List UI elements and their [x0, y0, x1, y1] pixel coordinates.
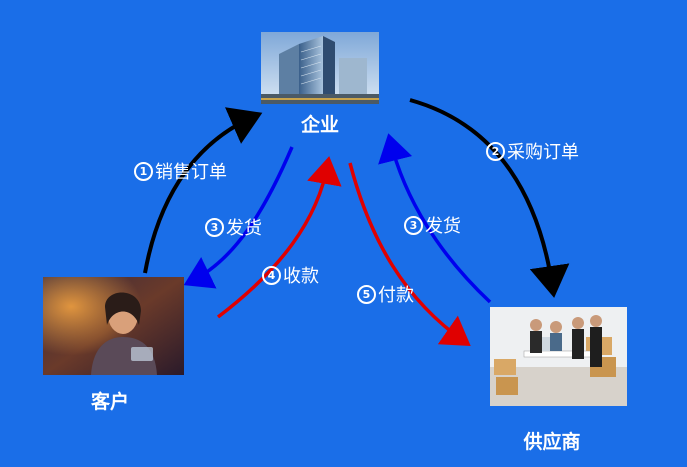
receive-payment-label: 4 收款 — [262, 262, 319, 288]
arrow-purchase-order — [409, 98, 570, 298]
sales-order-label: 1 销售订单 — [134, 158, 227, 184]
sales-order-text: 销售订单 — [155, 162, 227, 183]
arrow-ship-to-customer — [183, 146, 294, 289]
purchase-order-text: 采购订单 — [507, 142, 579, 163]
customer-person-icon — [43, 277, 184, 375]
enterprise-label: 企业 — [300, 114, 339, 136]
enterprise-building-image — [261, 32, 379, 104]
customer-photo — [43, 277, 184, 375]
ship-from-supplier-text: 发货 — [425, 216, 461, 237]
make-payment-label: 5 付款 — [357, 281, 414, 307]
purchase-order-label: 2 采购订单 — [486, 138, 579, 164]
ship-to-customer-text: 发货 — [226, 218, 262, 239]
step-number: 4 — [262, 265, 281, 285]
arrow-sales-order — [143, 107, 263, 274]
step-number: 2 — [486, 141, 505, 161]
supplier-photo — [490, 307, 627, 406]
step-number: 3 — [404, 215, 423, 235]
step-number: 1 — [134, 161, 153, 181]
supplier-team-icon — [490, 307, 627, 406]
receive-payment-text: 收款 — [283, 266, 319, 287]
building-icon — [261, 32, 379, 104]
step-number: 5 — [357, 284, 376, 304]
step-number: 3 — [205, 217, 224, 237]
customer-label: 客户 — [90, 391, 129, 413]
ship-from-supplier-label: 3 发货 — [404, 212, 461, 238]
arrow-ship-from-supplier — [378, 133, 492, 304]
make-payment-text: 付款 — [378, 285, 414, 306]
supplier-label: 供应商 — [523, 431, 581, 453]
arrow-receive-payment — [216, 156, 342, 319]
arrow-make-payment — [348, 162, 471, 347]
ship-to-customer-label: 3 发货 — [205, 214, 262, 240]
